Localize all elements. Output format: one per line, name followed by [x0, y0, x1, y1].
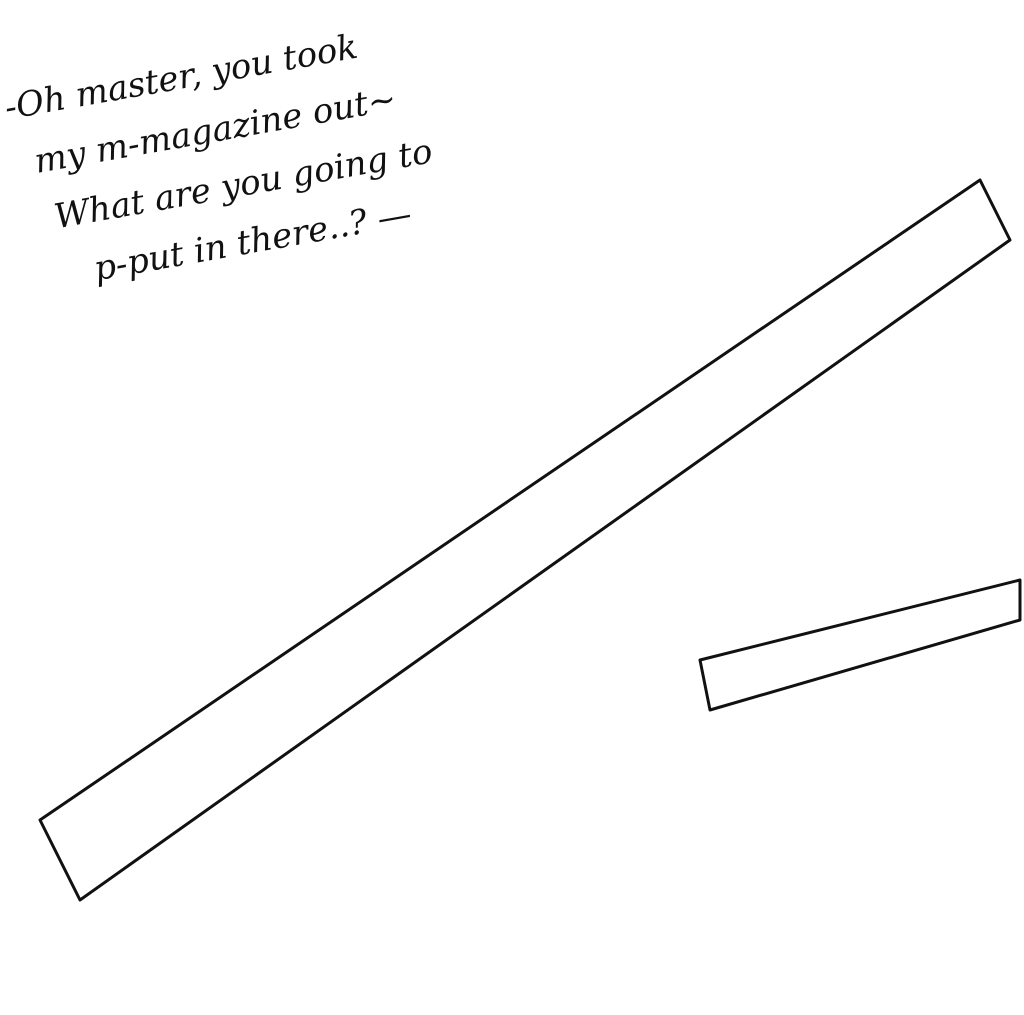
sketch-outline: [38, 178, 1012, 902]
sketch-detached-piece: [698, 578, 1022, 712]
